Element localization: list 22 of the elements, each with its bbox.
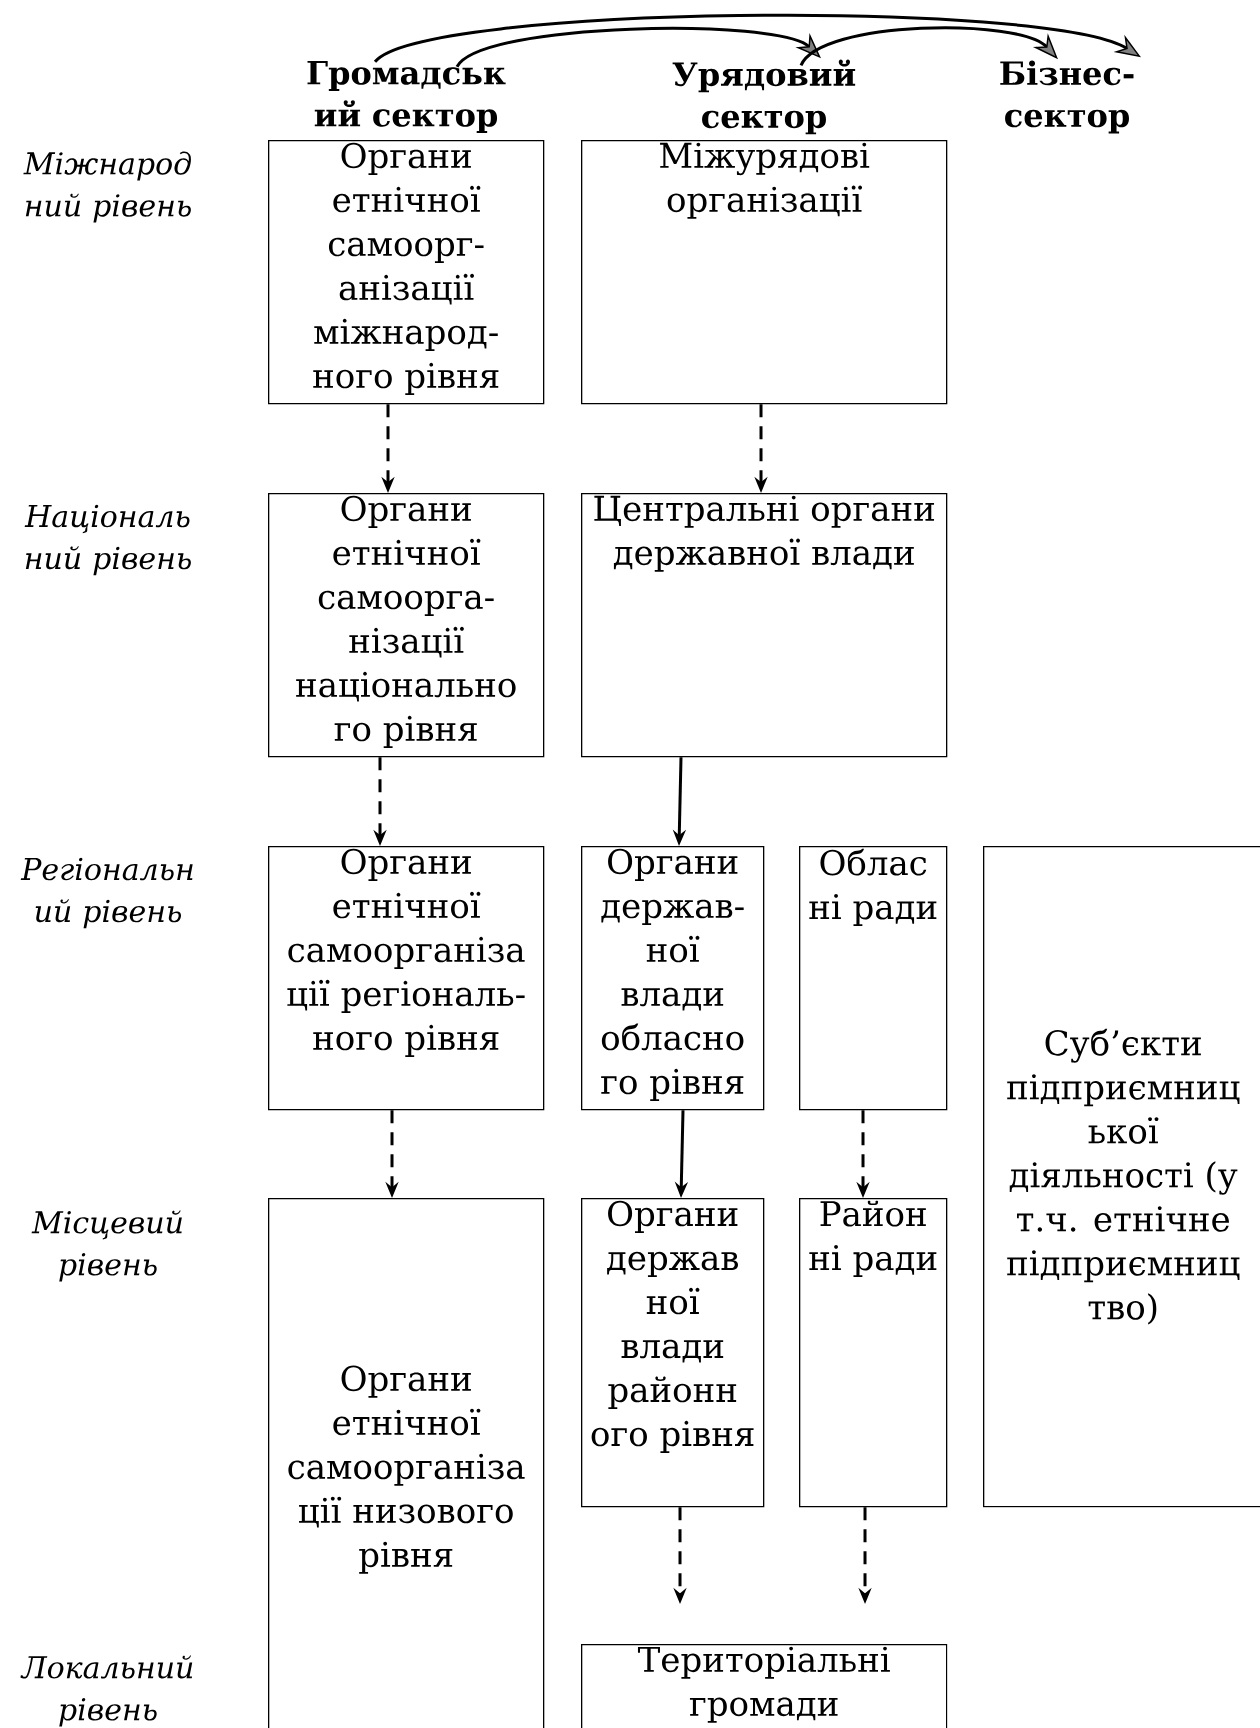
text-box: Облас ні ради: [799, 846, 948, 1111]
text-box: Органи етнічної самоорга- нізації національно го рівня: [268, 493, 545, 758]
level-label: Локальний рівень: [20, 1655, 193, 1727]
level-label: Регіональн ий рівень: [20, 857, 193, 929]
arrow: [456, 26, 821, 68]
arrow: [799, 26, 1058, 67]
column-heading: Бізнес- сектор: [1000, 60, 1134, 134]
text-box: Суб’єкти підприємниц ької діяльності (у т.ч. етнічне підприємниц тво): [983, 846, 1260, 1508]
text-box: Територіальні громади: [581, 1644, 948, 1728]
text-box: Центральні органи державної влади: [581, 493, 948, 758]
text-box: Район ні ради: [799, 1198, 948, 1508]
text-box: Міжурядові організації: [581, 140, 948, 405]
text-box: Органи етнічної самоорг- анізації міжнарод- ного рівня: [268, 140, 545, 405]
level-label: Національ ний рівень: [24, 504, 191, 576]
text-box: Органи держав ної влади районн ого рівня: [581, 1198, 765, 1508]
level-label: Місцевий рівень: [31, 1210, 182, 1282]
text-box: Органи держав- ної влади обласно го рівня: [581, 846, 765, 1111]
column-heading: Громадськ ий сектор: [307, 61, 506, 133]
column-heading: Урядовий сектор: [672, 59, 856, 135]
text-box: Органи етнічної самоорганіза ції регіональ- ного рівня: [268, 846, 545, 1111]
text-box: Органи етнічної самоорганіза ції низового рівня: [268, 1198, 545, 1728]
level-label: Міжнарод ний рівень: [23, 151, 191, 223]
